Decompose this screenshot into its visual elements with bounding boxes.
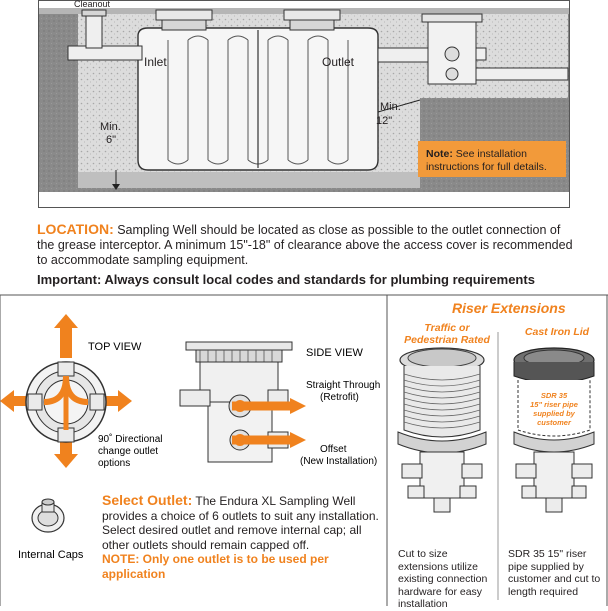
min-6-label-line2: 6" <box>106 134 116 146</box>
directional-label-line3: options <box>98 458 130 469</box>
inlet-label: Inlet <box>144 55 167 69</box>
traffic-riser-caption: Cut to size extensions utilize existing … <box>398 548 488 610</box>
sdr35-callout: SDR 35 15" riser pipe supplied by custom… <box>530 391 578 427</box>
straight-through-label-line2: (Retrofit) <box>320 392 359 403</box>
cleanout-label: Cleanout <box>74 0 111 9</box>
select-outlet-head: Select Outlet: <box>102 492 193 508</box>
top-view-drawing <box>0 314 132 468</box>
cleanout-riser <box>85 13 103 49</box>
offset-label-line2: (New Installation) <box>300 456 377 467</box>
note-text-line1: Note: See installation <box>426 148 527 160</box>
gravel-base <box>78 172 420 188</box>
select-outlet-note: NOTE: Only one outlet is to be used per … <box>102 552 329 581</box>
traffic-rated-riser <box>397 347 487 513</box>
internal-caps-label: Internal Caps <box>18 549 84 561</box>
sdr35-line3: supplied by <box>533 409 576 418</box>
outlet-label: Outlet <box>322 55 355 69</box>
cast-iron-lid-label: Cast Iron Lid <box>524 326 590 338</box>
riser-extensions-title: Riser Extensions <box>452 300 566 316</box>
location-paragraph: LOCATION: Sampling Well should be locate… <box>37 222 577 268</box>
straight-through-label-line1: Straight Through <box>306 380 380 391</box>
bottom-panel-frame <box>0 294 608 606</box>
traffic-rated-line2: Pedestrian Rated <box>404 334 490 346</box>
top-view-label: TOP VIEW <box>88 341 142 353</box>
sdr35-line4: customer <box>537 418 572 427</box>
note-text-line2: instructions for full details. <box>426 161 547 173</box>
side-view-drawing <box>179 341 306 463</box>
min-6-label-line1: Min. <box>100 121 121 133</box>
cast-iron-lid-riser <box>513 347 595 513</box>
tank-access-lid-left <box>155 9 213 31</box>
sampling-well <box>421 13 569 85</box>
internal-cap-drawing <box>31 498 65 533</box>
inlet-pipe <box>67 9 143 61</box>
offset-label-line1: Offset <box>320 444 347 455</box>
direction-arrows <box>0 314 132 468</box>
outlet-options-diagram: TOP VIEW SIDE VIEW 90˚ Directional chang… <box>0 314 380 561</box>
directional-label-line2: change outlet <box>98 446 158 457</box>
location-lead: LOCATION: <box>37 221 114 237</box>
tank-access-lid-right <box>283 9 341 31</box>
select-outlet-text: The Endura XL Sampling Well provides a c… <box>102 494 379 552</box>
sdr35-line1: SDR 35 <box>541 391 568 400</box>
traffic-rated-label: Traffic or Pedestrian Rated <box>398 322 496 346</box>
traffic-rated-line1: Traffic or <box>424 322 470 334</box>
min-12-label-line1: Min. <box>380 101 401 113</box>
note-box <box>418 141 566 177</box>
important-notice: Important: Always consult local codes an… <box>37 272 535 287</box>
cast-iron-riser-caption: SDR 35 15" riser pipe supplied by custom… <box>508 548 601 598</box>
sdr35-line2: 15" riser pipe <box>530 400 578 409</box>
min-12-label-line2: 12" <box>376 115 392 127</box>
outlet-pipe <box>377 47 429 63</box>
select-outlet-paragraph: Select Outlet: The Endura XL Sampling We… <box>102 493 388 581</box>
side-view-label: SIDE VIEW <box>306 347 363 359</box>
riser-extension-drawings: SDR 35 15" riser pipe supplied by custom… <box>397 347 595 513</box>
installation-cross-section-diagram: Cleanout Inlet Outlet Min. 6" Min. 12" N… <box>38 0 570 208</box>
location-text: Sampling Well should be located as close… <box>37 223 573 267</box>
directional-label-line1: 90˚ Directional <box>98 433 162 445</box>
